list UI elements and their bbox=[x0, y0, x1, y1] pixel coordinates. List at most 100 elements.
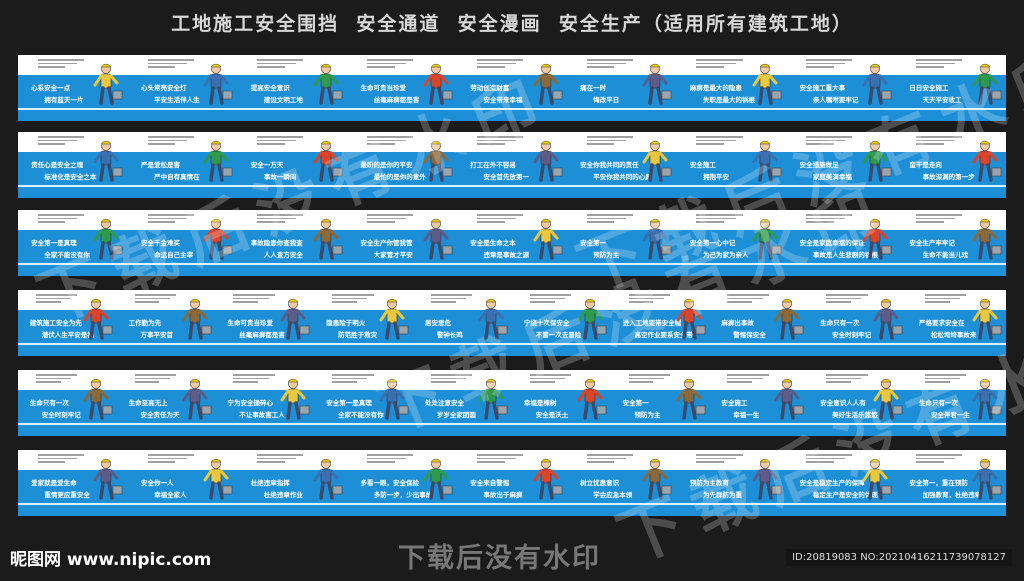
caption-text bbox=[35, 294, 78, 305]
worker-illustration-icon bbox=[83, 298, 113, 340]
slogan-line-1: 多看一眼，安全保险 bbox=[360, 479, 420, 487]
slogan-line-2: 安全带来幸福 bbox=[483, 96, 523, 104]
caption-text bbox=[696, 136, 743, 147]
caption-text bbox=[233, 374, 275, 385]
caption-text bbox=[430, 374, 473, 385]
slogan-line-1: 心系安全一点 bbox=[31, 84, 71, 92]
comic-panel: 严是爱松是害严中自有真情在 bbox=[128, 132, 238, 198]
caption-text bbox=[367, 59, 414, 70]
worker-illustration-icon bbox=[577, 378, 607, 420]
slogan-line-1: 安全措施做足 bbox=[799, 161, 839, 169]
worker-illustration-icon bbox=[93, 140, 123, 182]
caption-text bbox=[37, 454, 84, 465]
slogan-line-2: 平安生活伴人生 bbox=[154, 96, 200, 104]
caption-text bbox=[826, 294, 868, 305]
caption-text bbox=[476, 214, 523, 225]
caption-text bbox=[696, 454, 743, 465]
comic-panel: 安全一万天事故一瞬间 bbox=[238, 132, 348, 198]
slogan-line-1: 安全千金难买 bbox=[140, 239, 180, 247]
slogan-line-1: 最盼的是你的平安 bbox=[360, 161, 413, 169]
comic-panel: 安全施工幸福一生 bbox=[710, 370, 809, 436]
worker-illustration-icon bbox=[774, 298, 804, 340]
slogan-line-1: 生命只有一次 bbox=[820, 319, 860, 327]
worker-illustration-icon bbox=[533, 458, 562, 500]
caption-text bbox=[806, 136, 853, 147]
worker-illustration-icon bbox=[313, 63, 343, 105]
comic-panel: 安全来自警惕事故出于麻痹 bbox=[457, 450, 567, 516]
worker-illustration-icon bbox=[280, 298, 310, 340]
worker-illustration-icon bbox=[203, 458, 233, 500]
site-logo[interactable]: 昵图网 www.nipic.com bbox=[10, 550, 212, 570]
slogan-line-1: 蛮干是走向 bbox=[909, 161, 942, 169]
slogan-line-2: 学会应急本领 bbox=[593, 491, 633, 499]
worker-illustration-icon bbox=[203, 218, 233, 260]
comic-panel: 生命只有一次安全伴君一生 bbox=[907, 370, 1006, 436]
slogan-line-2: 美好生活乐悠悠 bbox=[832, 411, 878, 419]
slogan-line-2: 事故一瞬间 bbox=[263, 173, 297, 181]
no-watermark-notice: 下载后没有水印 bbox=[398, 543, 601, 574]
slogan-line-2: 丝毫麻痹都是害 bbox=[239, 331, 285, 339]
slogan-line-2: 预防为主 bbox=[593, 251, 620, 259]
image-id: ID:20819083 NO:20210416211739078127 bbox=[786, 549, 1012, 566]
band-stripe bbox=[18, 108, 1006, 110]
comic-panel: 安全是稳定生产的保障稳定生产是安全的体现 bbox=[786, 450, 896, 516]
comic-panel: 隐患险于明火防范胜于救灾 bbox=[314, 290, 413, 356]
slogan-line-1: 安全你我共同的责任 bbox=[580, 161, 639, 169]
slogan-line-2: 安全时刻牢记 bbox=[832, 331, 872, 339]
caption-text bbox=[628, 294, 671, 305]
slogan-line-2: 不让事故害工人 bbox=[239, 411, 285, 419]
comic-panel: 安全第一是真理全家不能没有你 bbox=[314, 370, 413, 436]
slogan-line-2: 防范胜于救灾 bbox=[338, 331, 378, 339]
slogan-line-1: 杜绝违章指挥 bbox=[250, 479, 290, 487]
comic-panel: 心系安全一点拥有蓝天一片 bbox=[18, 55, 128, 121]
caption-text bbox=[727, 294, 769, 305]
slogan-line-2: 全家不能没有你 bbox=[44, 251, 90, 259]
band-stripe bbox=[18, 263, 1006, 265]
slogan-line-1: 爱家就是爱生命 bbox=[31, 479, 77, 487]
worker-illustration-icon bbox=[313, 140, 343, 182]
comic-panel: 安全意识人人有美好生活乐悠悠 bbox=[808, 370, 907, 436]
slogan-line-2: 岁岁全家团圆 bbox=[436, 411, 476, 419]
comic-panel: 安全你一人幸福全家人 bbox=[128, 450, 238, 516]
slogan-line-1: 责任心是安全之魂 bbox=[31, 161, 84, 169]
caption-text bbox=[37, 214, 84, 225]
slogan-line-2: 万事平安首 bbox=[140, 331, 174, 339]
slogan-line-1: 劳动创造财富 bbox=[470, 84, 510, 92]
slogan-line-1: 生命可贵当珍爱 bbox=[227, 319, 273, 327]
caption-text bbox=[37, 59, 84, 70]
worker-illustration-icon bbox=[642, 63, 672, 105]
caption-text bbox=[628, 374, 671, 385]
comic-panel: 多看一眼，安全保险多防一步，少出事故 bbox=[347, 450, 457, 516]
comic-panel: 严格要求安全在松松垮垮事故来 bbox=[907, 290, 1006, 356]
comic-panel: 爱家就是爱生命重情更应重安全 bbox=[18, 450, 128, 516]
caption-text bbox=[367, 214, 414, 225]
slogan-line-2: 家庭美满幸福 bbox=[812, 173, 852, 181]
slogan-line-2: 为先群防为重 bbox=[703, 491, 743, 499]
band-stripe bbox=[18, 185, 1006, 187]
comic-panel: 安全千金难买命运自己主宰 bbox=[128, 210, 238, 276]
worker-illustration-icon bbox=[182, 298, 211, 340]
worker-illustration-icon bbox=[182, 378, 211, 420]
worker-illustration-icon bbox=[423, 63, 452, 105]
caption-text bbox=[806, 59, 853, 70]
slogan-line-1: 安全是生命之本 bbox=[470, 239, 516, 247]
worker-illustration-icon bbox=[423, 218, 452, 260]
slogan-line-1: 建筑施工安全为先 bbox=[29, 319, 82, 327]
comic-panel: 安全施工重大事亲人嘱咐要牢记 bbox=[786, 55, 896, 121]
slogan-line-1: 树立忧患意识 bbox=[580, 479, 620, 487]
slogan-line-1: 安全第一心中记 bbox=[689, 239, 736, 247]
comic-panel: 安全第一预防为主 bbox=[567, 210, 677, 276]
comic-panel: 痛在一时悔改平日 bbox=[567, 55, 677, 121]
worker-illustration-icon bbox=[478, 298, 508, 340]
worker-illustration-icon bbox=[862, 218, 892, 260]
comic-panel: 宁绕十次保安全不冒一次去冒险 bbox=[512, 290, 611, 356]
worker-illustration-icon bbox=[642, 140, 672, 182]
caption-text bbox=[586, 136, 633, 147]
comic-panel: 安全生产你管我管大家管才平安 bbox=[347, 210, 457, 276]
worker-illustration-icon bbox=[642, 218, 672, 260]
comic-panel: 劳动创造财富安全带来幸福 bbox=[457, 55, 567, 121]
comic-panel: 进入工地要带安全帽高空作业要系安全带 bbox=[611, 290, 710, 356]
slogan-line-1: 居安思危 bbox=[425, 319, 452, 327]
caption-text bbox=[430, 294, 473, 305]
caption-text bbox=[529, 374, 572, 385]
